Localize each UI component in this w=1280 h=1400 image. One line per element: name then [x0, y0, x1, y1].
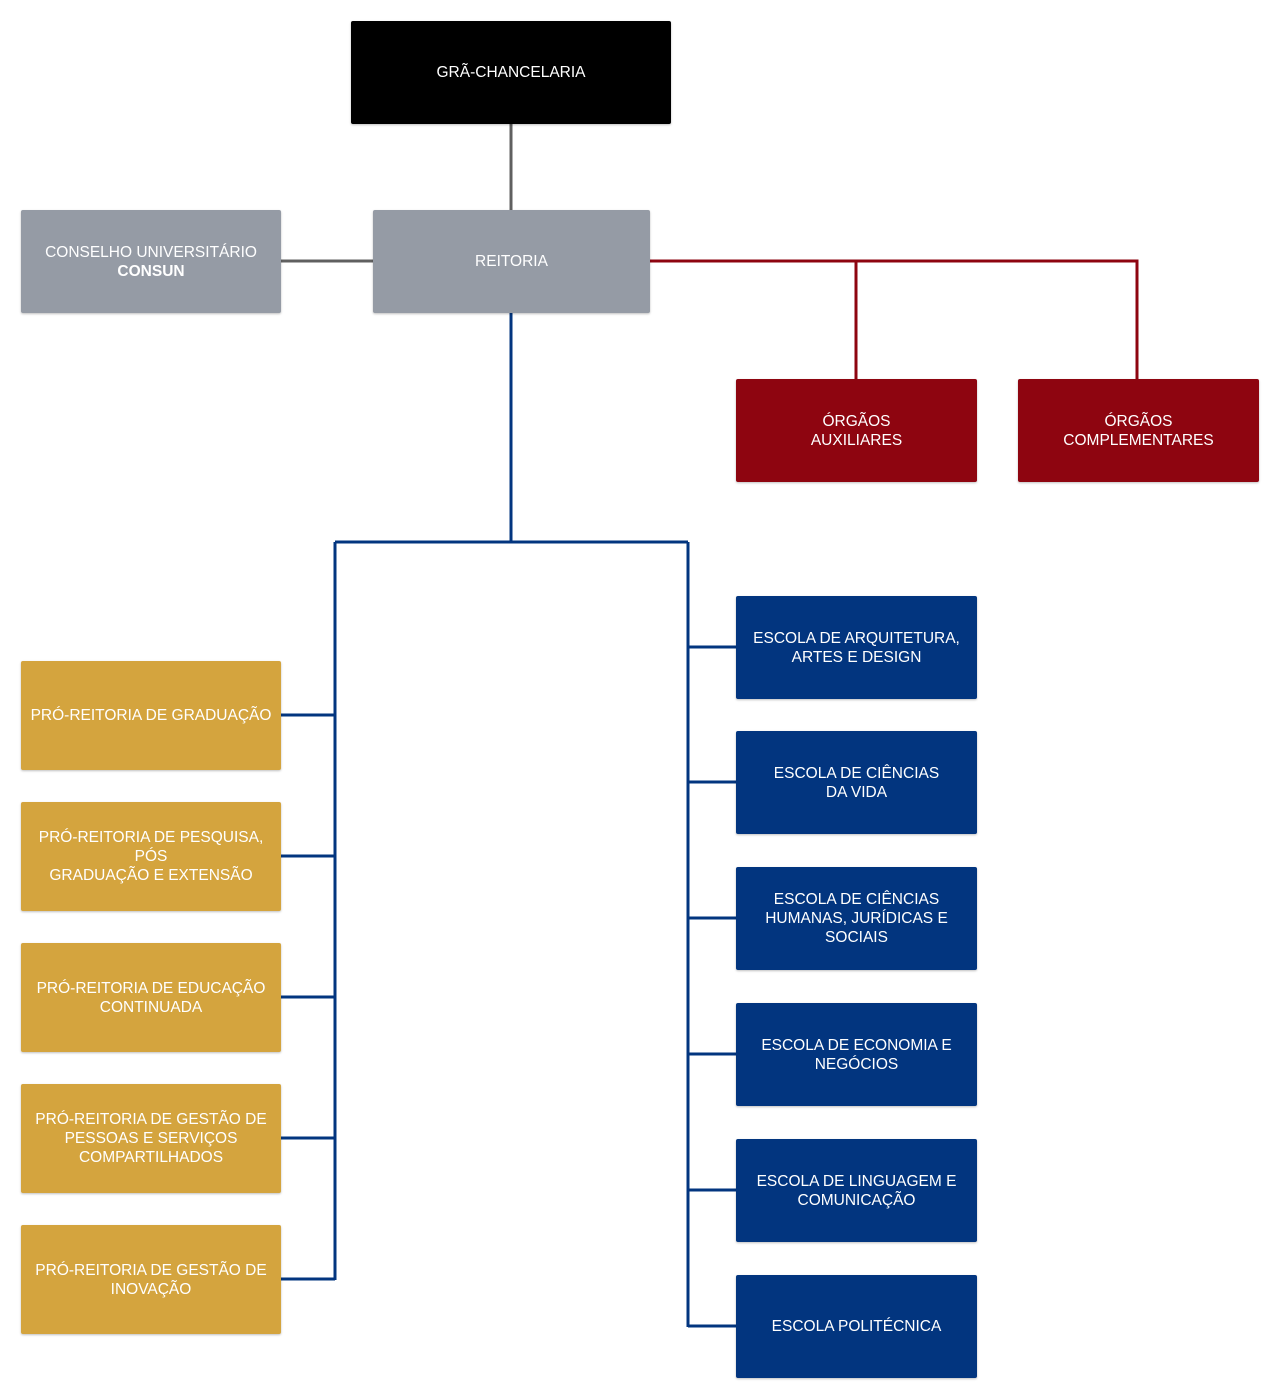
node-label-line: COMPARTILHADOS	[78, 1149, 224, 1166]
node-pro-reitoria-gestao-pessoas[interactable]: PRÓ-REITORIA DE GESTÃO DE PESSOAS E SERV…	[21, 1084, 281, 1193]
node-label-line: CONTINUADA	[99, 998, 203, 1016]
connector-reitoria-branch	[335, 311, 688, 544]
node-orgaos-complementares-line2: COMPLEMENTARES	[1063, 431, 1214, 449]
node-label-line: ARTES E DESIGN	[791, 648, 922, 666]
node-label-line: PRÓ-REITORIA DE GRADUAÇÃO	[30, 707, 272, 724]
node-pro-reitoria-educacao-continuada[interactable]: PRÓ-REITORIA DE EDUCAÇÃO CONTINUADA	[21, 943, 281, 1052]
node-label-line: DA VIDA	[825, 783, 888, 801]
node-orgaos-auxiliares-line2: AUXILIARES	[810, 431, 903, 449]
node-escola-ciencias-humanas[interactable]: ESCOLA DE CIÊNCIAS HUMANAS, JURÍDICAS E …	[736, 867, 977, 970]
node-pro-reitoria-graduacao[interactable]: PRÓ-REITORIA DE GRADUAÇÃO	[21, 661, 281, 770]
node-pro-reitoria-pesquisa[interactable]: PRÓ-REITORIA DE PESQUISA, PÓS GRADUAÇÃO …	[21, 802, 281, 911]
node-gra-chancelaria[interactable]: GRÃ-CHANCELARIA	[351, 21, 671, 124]
node-label-line: ESCOLA DE ECONOMIA E	[761, 1036, 952, 1054]
node-gra-chancelaria-label: GRÃ-CHANCELARIA	[436, 64, 586, 81]
node-orgaos-complementares[interactable]: ÓRGÃOS COMPLEMENTARES	[1018, 379, 1259, 482]
node-escola-politecnica[interactable]: ESCOLA POLITÉCNICA	[736, 1275, 977, 1378]
node-label-line: NEGÓCIOS	[814, 1055, 899, 1073]
node-label-line: SOCIAIS	[825, 929, 888, 946]
node-label-line: INOVAÇÃO	[110, 1280, 192, 1298]
node-label-line: ESCOLA DE CIÊNCIAS	[773, 891, 940, 908]
node-escola-economia[interactable]: ESCOLA DE ECONOMIA E NEGÓCIOS	[736, 1003, 977, 1106]
node-escola-linguagem[interactable]: ESCOLA DE LINGUAGEM E COMUNICAÇÃO	[736, 1139, 977, 1242]
node-consun-sublabel: CONSUN	[117, 262, 185, 280]
node-orgaos-auxiliares[interactable]: ÓRGÃOS AUXILIARES	[736, 379, 977, 482]
node-pro-reitoria-gestao-inovacao[interactable]: PRÓ-REITORIA DE GESTÃO DE INOVAÇÃO	[21, 1225, 281, 1334]
node-label-line: COMUNICAÇÃO	[797, 1191, 916, 1209]
node-label-line: ESCOLA POLITÉCNICA	[771, 1318, 942, 1335]
connector-reitoria-orgaos	[648, 259, 1139, 380]
node-label-line: ESCOLA DE CIÊNCIAS	[773, 764, 940, 782]
node-label-line: PESSOAS E SERVIÇOS	[64, 1130, 238, 1147]
node-escola-arquitetura[interactable]: ESCOLA DE ARQUITETURA, ARTES E DESIGN	[736, 596, 977, 699]
node-consun-label: CONSELHO UNIVERSITÁRIO	[45, 243, 257, 261]
node-label-line: PRÓ-REITORIA DE GESTÃO DE	[35, 1261, 267, 1279]
node-consun[interactable]: CONSELHO UNIVERSITÁRIO CONSUN	[21, 210, 281, 313]
node-label-line: PRÓ-REITORIA DE EDUCAÇÃO	[36, 979, 266, 997]
node-orgaos-complementares-line1: ÓRGÃOS	[1104, 412, 1173, 430]
node-escola-ciencias-vida[interactable]: ESCOLA DE CIÊNCIAS DA VIDA	[736, 731, 977, 834]
node-label-line: ESCOLA DE ARQUITETURA,	[753, 629, 960, 647]
node-reitoria[interactable]: REITORIA	[373, 210, 650, 313]
node-orgaos-auxiliares-line1: ÓRGÃOS	[822, 412, 891, 430]
node-reitoria-label: REITORIA	[475, 253, 548, 270]
node-label-line: HUMANAS, JURÍDICAS E	[765, 910, 948, 927]
node-label-line: PRÓ-REITORIA DE GESTÃO DE	[35, 1111, 267, 1128]
node-label-line: ESCOLA DE LINGUAGEM E	[756, 1172, 957, 1190]
node-label-line: PRÓ-REITORIA DE PESQUISA, PÓS	[38, 829, 264, 865]
node-label-line: GRADUAÇÃO E EXTENSÃO	[49, 867, 253, 884]
